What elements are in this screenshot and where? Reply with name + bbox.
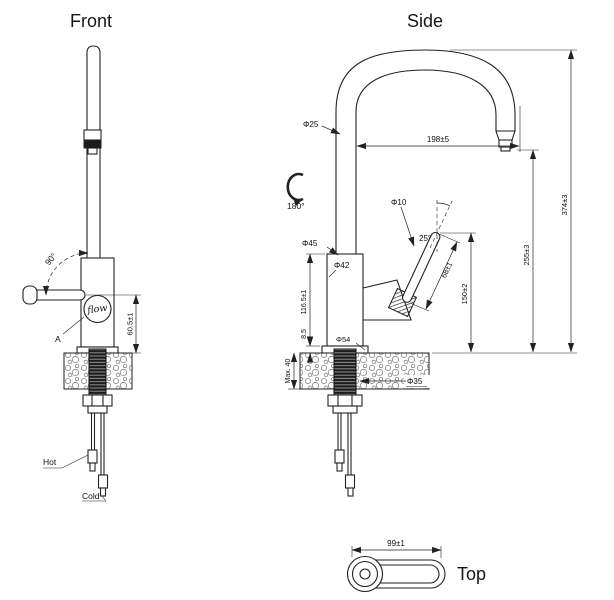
side-dia25-text: Φ25 xyxy=(303,120,319,129)
front-aerator-housing xyxy=(83,129,102,141)
side-dia54-leader xyxy=(355,342,366,351)
side-tilt-text: 25° xyxy=(419,234,431,243)
front-view-label: Front xyxy=(70,11,112,31)
front-view: Front 90° flow A 60.5±1 Hot Cold xyxy=(22,11,141,502)
side-dia35-text-bg xyxy=(404,375,431,388)
front-mounting-nut xyxy=(82,394,113,407)
side-lever-height-text: 150±2 xyxy=(460,284,469,305)
front-hot-connector xyxy=(87,449,98,464)
top-body-circle-inner xyxy=(359,568,371,580)
side-dia25-leader xyxy=(321,125,341,135)
front-brand-logo-text: flow xyxy=(86,303,109,317)
side-shank-fitting xyxy=(332,405,358,414)
front-mark-a-text: A xyxy=(55,334,61,344)
front-cold-tube xyxy=(99,487,107,497)
top-dimensions xyxy=(351,546,442,558)
front-hot-leader xyxy=(61,454,89,469)
side-mounting-nut xyxy=(327,394,363,407)
front-handle-rotation-arc xyxy=(42,249,89,296)
side-hose-connector xyxy=(344,474,356,489)
side-view: Side Φ25 198±5 180° Φ10 25° 68±1 Φ45 Φ42… xyxy=(285,11,577,497)
side-dia10-text: Φ10 xyxy=(391,198,407,207)
front-shank-fitting xyxy=(87,405,108,414)
side-dimensions xyxy=(286,49,577,390)
side-body xyxy=(326,253,364,347)
side-body-height-text: 116.5±1 xyxy=(301,290,308,315)
side-ext-line xyxy=(409,302,430,312)
front-aerator-tip xyxy=(87,147,98,155)
side-faucet-shapes xyxy=(299,49,516,497)
side-gooseneck-spout xyxy=(335,49,516,255)
top-faucet-shapes xyxy=(346,555,446,593)
side-outlet-height-text: 255±3 xyxy=(522,245,531,266)
side-dia45-leader xyxy=(326,246,339,256)
front-handle-knob xyxy=(22,285,38,305)
side-lever-length-dim-line xyxy=(425,241,458,310)
side-dia54-text: Φ54 xyxy=(336,335,350,344)
side-base-height-text: 8.5 xyxy=(301,329,308,339)
top-body-circle-mid xyxy=(351,560,379,588)
side-hose-connector xyxy=(334,449,345,464)
side-dia42-leader xyxy=(328,269,337,278)
side-aerator-tip xyxy=(500,146,511,152)
side-hose-tube xyxy=(347,487,354,497)
front-a-leader xyxy=(62,316,85,335)
side-swivel-text: 180° xyxy=(287,201,305,211)
side-deck-thickness-text: Max. 40 xyxy=(285,358,292,383)
side-swivel-arrow-icon xyxy=(286,172,304,206)
side-spout-tip xyxy=(495,130,516,141)
side-dia42-text: Φ42 xyxy=(334,261,350,270)
side-dia45-text: Φ45 xyxy=(302,239,318,248)
top-view: 99±1 Top xyxy=(346,539,486,593)
front-threaded-shank xyxy=(88,348,107,396)
side-dia35-text: Φ35 xyxy=(407,377,423,386)
side-threaded-shank xyxy=(333,348,357,396)
front-aerator-band xyxy=(83,139,102,149)
side-tilt-arc xyxy=(436,202,450,207)
side-dia10-leader xyxy=(400,206,415,247)
side-reach-text: 198±5 xyxy=(427,135,450,144)
side-total-height-text: 374±3 xyxy=(560,195,569,216)
side-lever-axis-line xyxy=(429,200,453,249)
side-lever-length-text: 68±1 xyxy=(439,261,454,280)
front-cold-label: Cold xyxy=(82,491,100,501)
front-cold-connector xyxy=(97,474,109,489)
front-hot-tube xyxy=(89,462,96,472)
side-ext-line xyxy=(438,233,461,244)
side-view-label: Side xyxy=(407,11,443,31)
front-cold-leader xyxy=(101,495,107,502)
front-hot-label: Hot xyxy=(43,457,57,467)
side-hose-tube xyxy=(336,462,343,472)
front-height-dim-text: 60.5±1 xyxy=(126,313,135,336)
front-dimensions xyxy=(42,249,141,502)
top-width-text: 99±1 xyxy=(387,539,405,548)
front-angle-90-text: 90° xyxy=(43,251,59,267)
front-faucet-shapes xyxy=(22,45,133,497)
front-logo-circle xyxy=(83,294,112,324)
top-view-label: Top xyxy=(457,564,486,584)
